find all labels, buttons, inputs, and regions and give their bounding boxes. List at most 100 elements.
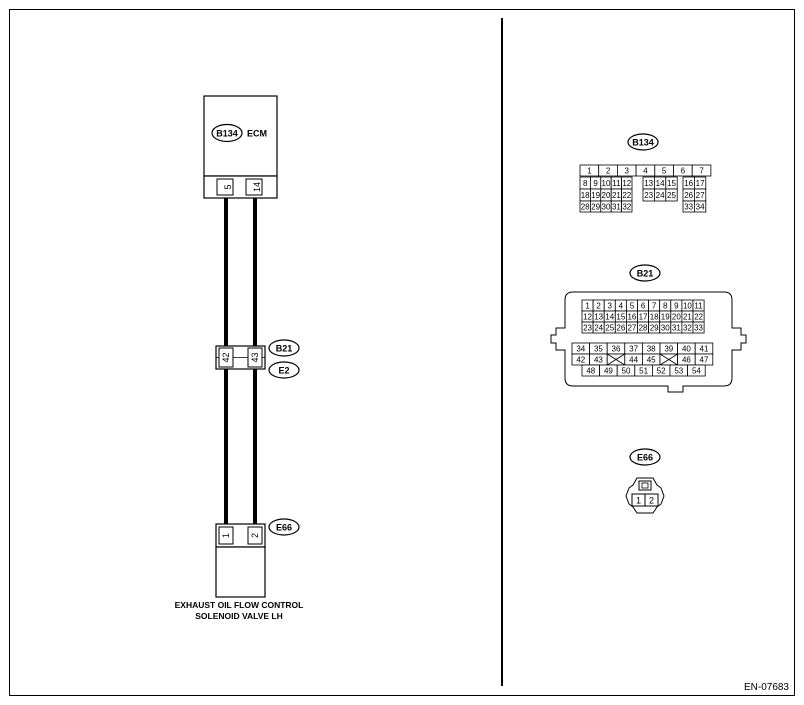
b21-pin: 33	[694, 324, 703, 333]
b134-pin: 21	[612, 191, 621, 200]
b21-pin: 44	[629, 356, 638, 365]
valve-connector-tag	[268, 518, 300, 536]
b21-pin: 31	[672, 324, 681, 333]
b134-pin: 31	[612, 203, 621, 212]
b134-pin: 3	[625, 167, 630, 176]
b134-pin: 30	[602, 203, 611, 212]
b21-pin: 30	[661, 324, 670, 333]
b21-pin: 37	[629, 345, 638, 354]
b134-pin: 2	[606, 167, 611, 176]
valve-pin-1: 1	[221, 533, 231, 538]
b134-pin: 27	[696, 191, 705, 200]
b21-pin: 45	[647, 356, 656, 365]
b21-pin: 1	[585, 302, 590, 311]
b21-pin: 7	[652, 302, 657, 311]
b21-pin: 11	[694, 302, 703, 311]
valve-caption-line1: EXHAUST OIL FLOW CONTROL	[175, 600, 304, 610]
b21-pin: 19	[661, 313, 670, 322]
inline-tag-e2	[268, 361, 300, 379]
b21-pin: 16	[627, 313, 636, 322]
b21-pin: 23	[583, 324, 592, 333]
b134-pin: 9	[593, 179, 598, 188]
b134-pin: 1	[587, 167, 592, 176]
b21-pin: 15	[616, 313, 625, 322]
b134-pin: 23	[644, 191, 653, 200]
b21-pin: 49	[604, 367, 613, 376]
b21-pin: 8	[663, 302, 668, 311]
b21-pin: 21	[683, 313, 692, 322]
b21-pin: 35	[594, 345, 603, 354]
b134-pin: 26	[684, 191, 693, 200]
b21-pin: 40	[682, 345, 691, 354]
b134-pin: 6	[681, 167, 686, 176]
b21-pin: 47	[700, 356, 709, 365]
b134-tag-text: B134	[632, 138, 654, 148]
b21-pin: 38	[647, 345, 656, 354]
b134-pin: 25	[667, 191, 676, 200]
b134-pin: 5	[662, 167, 667, 176]
b21-pin: 27	[627, 324, 636, 333]
b134-pin: 22	[622, 191, 631, 200]
inline-pin-43: 43	[250, 352, 260, 362]
b21-pin: 14	[605, 313, 614, 322]
b21-pin: 9	[674, 302, 679, 311]
valve-pin-2: 2	[250, 533, 260, 538]
b134-pin: 12	[622, 179, 631, 188]
b21-pin: 39	[664, 345, 673, 354]
b134-pin: 18	[581, 191, 590, 200]
b21-pin: 5	[630, 302, 635, 311]
b134-pin: 8	[583, 179, 588, 188]
b134-pin: 20	[602, 191, 611, 200]
b21-tag	[629, 264, 661, 282]
ecm-pin-5: 5	[223, 184, 233, 189]
e66-pin-1: 1	[636, 496, 641, 506]
b21-pin: 18	[650, 313, 659, 322]
b21-pin: 29	[650, 324, 659, 333]
b21-pin: 34	[576, 345, 585, 354]
figure-id: EN-07683	[744, 682, 789, 693]
b134-pin: 7	[699, 167, 704, 176]
e66-tag	[629, 448, 661, 466]
empty-cavity-mark	[659, 353, 678, 366]
b21-pin: 48	[586, 367, 595, 376]
b21-pin: 41	[700, 345, 709, 354]
b134-pin: 14	[656, 179, 665, 188]
b134-pin: 10	[602, 179, 611, 188]
b21-pin: 46	[682, 356, 691, 365]
b21-pin: 10	[683, 302, 692, 311]
b134-pin: 19	[591, 191, 600, 200]
b134-tag	[627, 133, 659, 151]
valve-caption-line2: SOLENOID VALVE LH	[195, 611, 283, 621]
diagram-frame	[9, 9, 795, 696]
b21-pin: 22	[694, 313, 703, 322]
b21-pin: 42	[576, 356, 585, 365]
b21-pin: 4	[619, 302, 624, 311]
inline-pin-42: 42	[221, 352, 231, 362]
b134-pin: 29	[591, 203, 600, 212]
b21-pin: 26	[616, 324, 625, 333]
b21-tag-text: B21	[637, 269, 654, 279]
b134-pin: 15	[667, 179, 676, 188]
b21-pin: 54	[692, 367, 701, 376]
e66-pin-2: 2	[649, 496, 654, 506]
b21-pin: 6	[641, 302, 646, 311]
b21-pin: 32	[683, 324, 692, 333]
ecm-connector-tag	[211, 123, 243, 143]
inline-tag-b21-text: B21	[276, 344, 293, 354]
ecm-pin-14: 14	[252, 182, 262, 192]
b134-pin: 28	[581, 203, 590, 212]
b21-pin: 52	[657, 367, 666, 376]
b21-pin: 2	[596, 302, 601, 311]
b21-pin: 50	[622, 367, 631, 376]
b134-pin: 13	[644, 179, 653, 188]
b21-pin: 24	[594, 324, 603, 333]
b134-pin: 16	[684, 179, 693, 188]
b21-pin: 3	[608, 302, 613, 311]
b134-pin: 33	[684, 203, 693, 212]
b134-pin: 24	[656, 191, 665, 200]
inline-tag-b21	[268, 339, 300, 357]
b134-pin: 11	[612, 179, 621, 188]
b21-pin: 53	[674, 367, 683, 376]
